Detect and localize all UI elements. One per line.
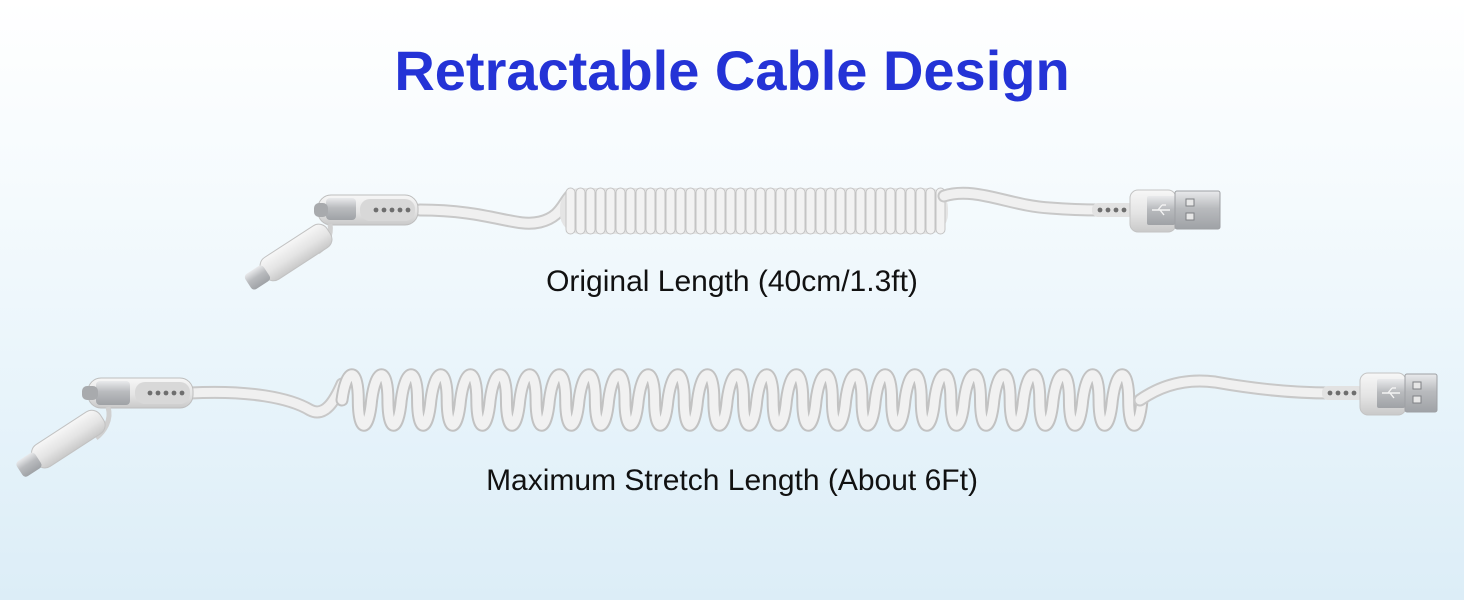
usb-symbol-icon bbox=[1382, 387, 1400, 399]
coil-loop bbox=[605, 187, 616, 235]
coil-loop bbox=[645, 187, 656, 235]
coil-loop bbox=[615, 187, 626, 235]
coil-loop bbox=[575, 187, 586, 235]
page-title: Retractable Cable Design bbox=[394, 39, 1070, 102]
usb-symbol-icon bbox=[1152, 204, 1170, 216]
coil-loop bbox=[625, 187, 636, 235]
coil-loop bbox=[895, 187, 906, 235]
coil-loop bbox=[725, 187, 736, 235]
coil-loop bbox=[805, 187, 816, 235]
coil-loop bbox=[685, 187, 696, 235]
coil-loop bbox=[795, 187, 806, 235]
caption-original-length: Original Length (40cm/1.3ft) bbox=[546, 265, 918, 298]
coil-loop bbox=[655, 187, 666, 235]
coil-loop bbox=[865, 187, 876, 235]
coil-loop bbox=[635, 187, 646, 235]
coil-loop bbox=[755, 187, 766, 235]
usb-a-connector bbox=[1092, 189, 1221, 233]
coil-loop bbox=[825, 187, 836, 235]
type-c-connector-stretched bbox=[82, 377, 194, 409]
coil-loop bbox=[905, 187, 916, 235]
coiled-cable bbox=[413, 186, 1107, 235]
coil-loop bbox=[925, 187, 936, 235]
coil-loop bbox=[715, 187, 726, 235]
usb-a-connector-stretched bbox=[1322, 372, 1438, 416]
type-c-connector bbox=[314, 194, 419, 226]
coil-loops bbox=[565, 187, 946, 235]
coil-loop bbox=[745, 187, 756, 235]
coil-loop bbox=[765, 187, 776, 235]
coil-loop bbox=[565, 187, 576, 235]
coil-loop bbox=[785, 187, 796, 235]
coil-loop bbox=[815, 187, 826, 235]
coil-loop bbox=[915, 187, 926, 235]
lightning-adapter-stretched bbox=[16, 406, 112, 477]
coil-loop bbox=[695, 187, 706, 235]
coil-loop bbox=[585, 187, 596, 235]
spiral-cable bbox=[337, 370, 1147, 430]
lightning-adapter bbox=[244, 223, 333, 290]
coil-loop bbox=[875, 187, 886, 235]
coil-loop bbox=[595, 187, 606, 235]
caption-max-stretch-length: Maximum Stretch Length (About 6Ft) bbox=[486, 464, 978, 497]
coil-loop bbox=[775, 187, 786, 235]
coil-loop bbox=[665, 187, 676, 235]
coil-loop bbox=[885, 187, 896, 235]
coil-loop bbox=[845, 187, 856, 235]
coil-loop bbox=[735, 187, 746, 235]
stretched-cable bbox=[183, 368, 1337, 432]
coil-loop bbox=[855, 187, 866, 235]
coil-loop bbox=[675, 187, 686, 235]
spiral-loops bbox=[335, 368, 1149, 432]
coil-loop bbox=[835, 187, 846, 235]
coil-loop bbox=[705, 187, 716, 235]
